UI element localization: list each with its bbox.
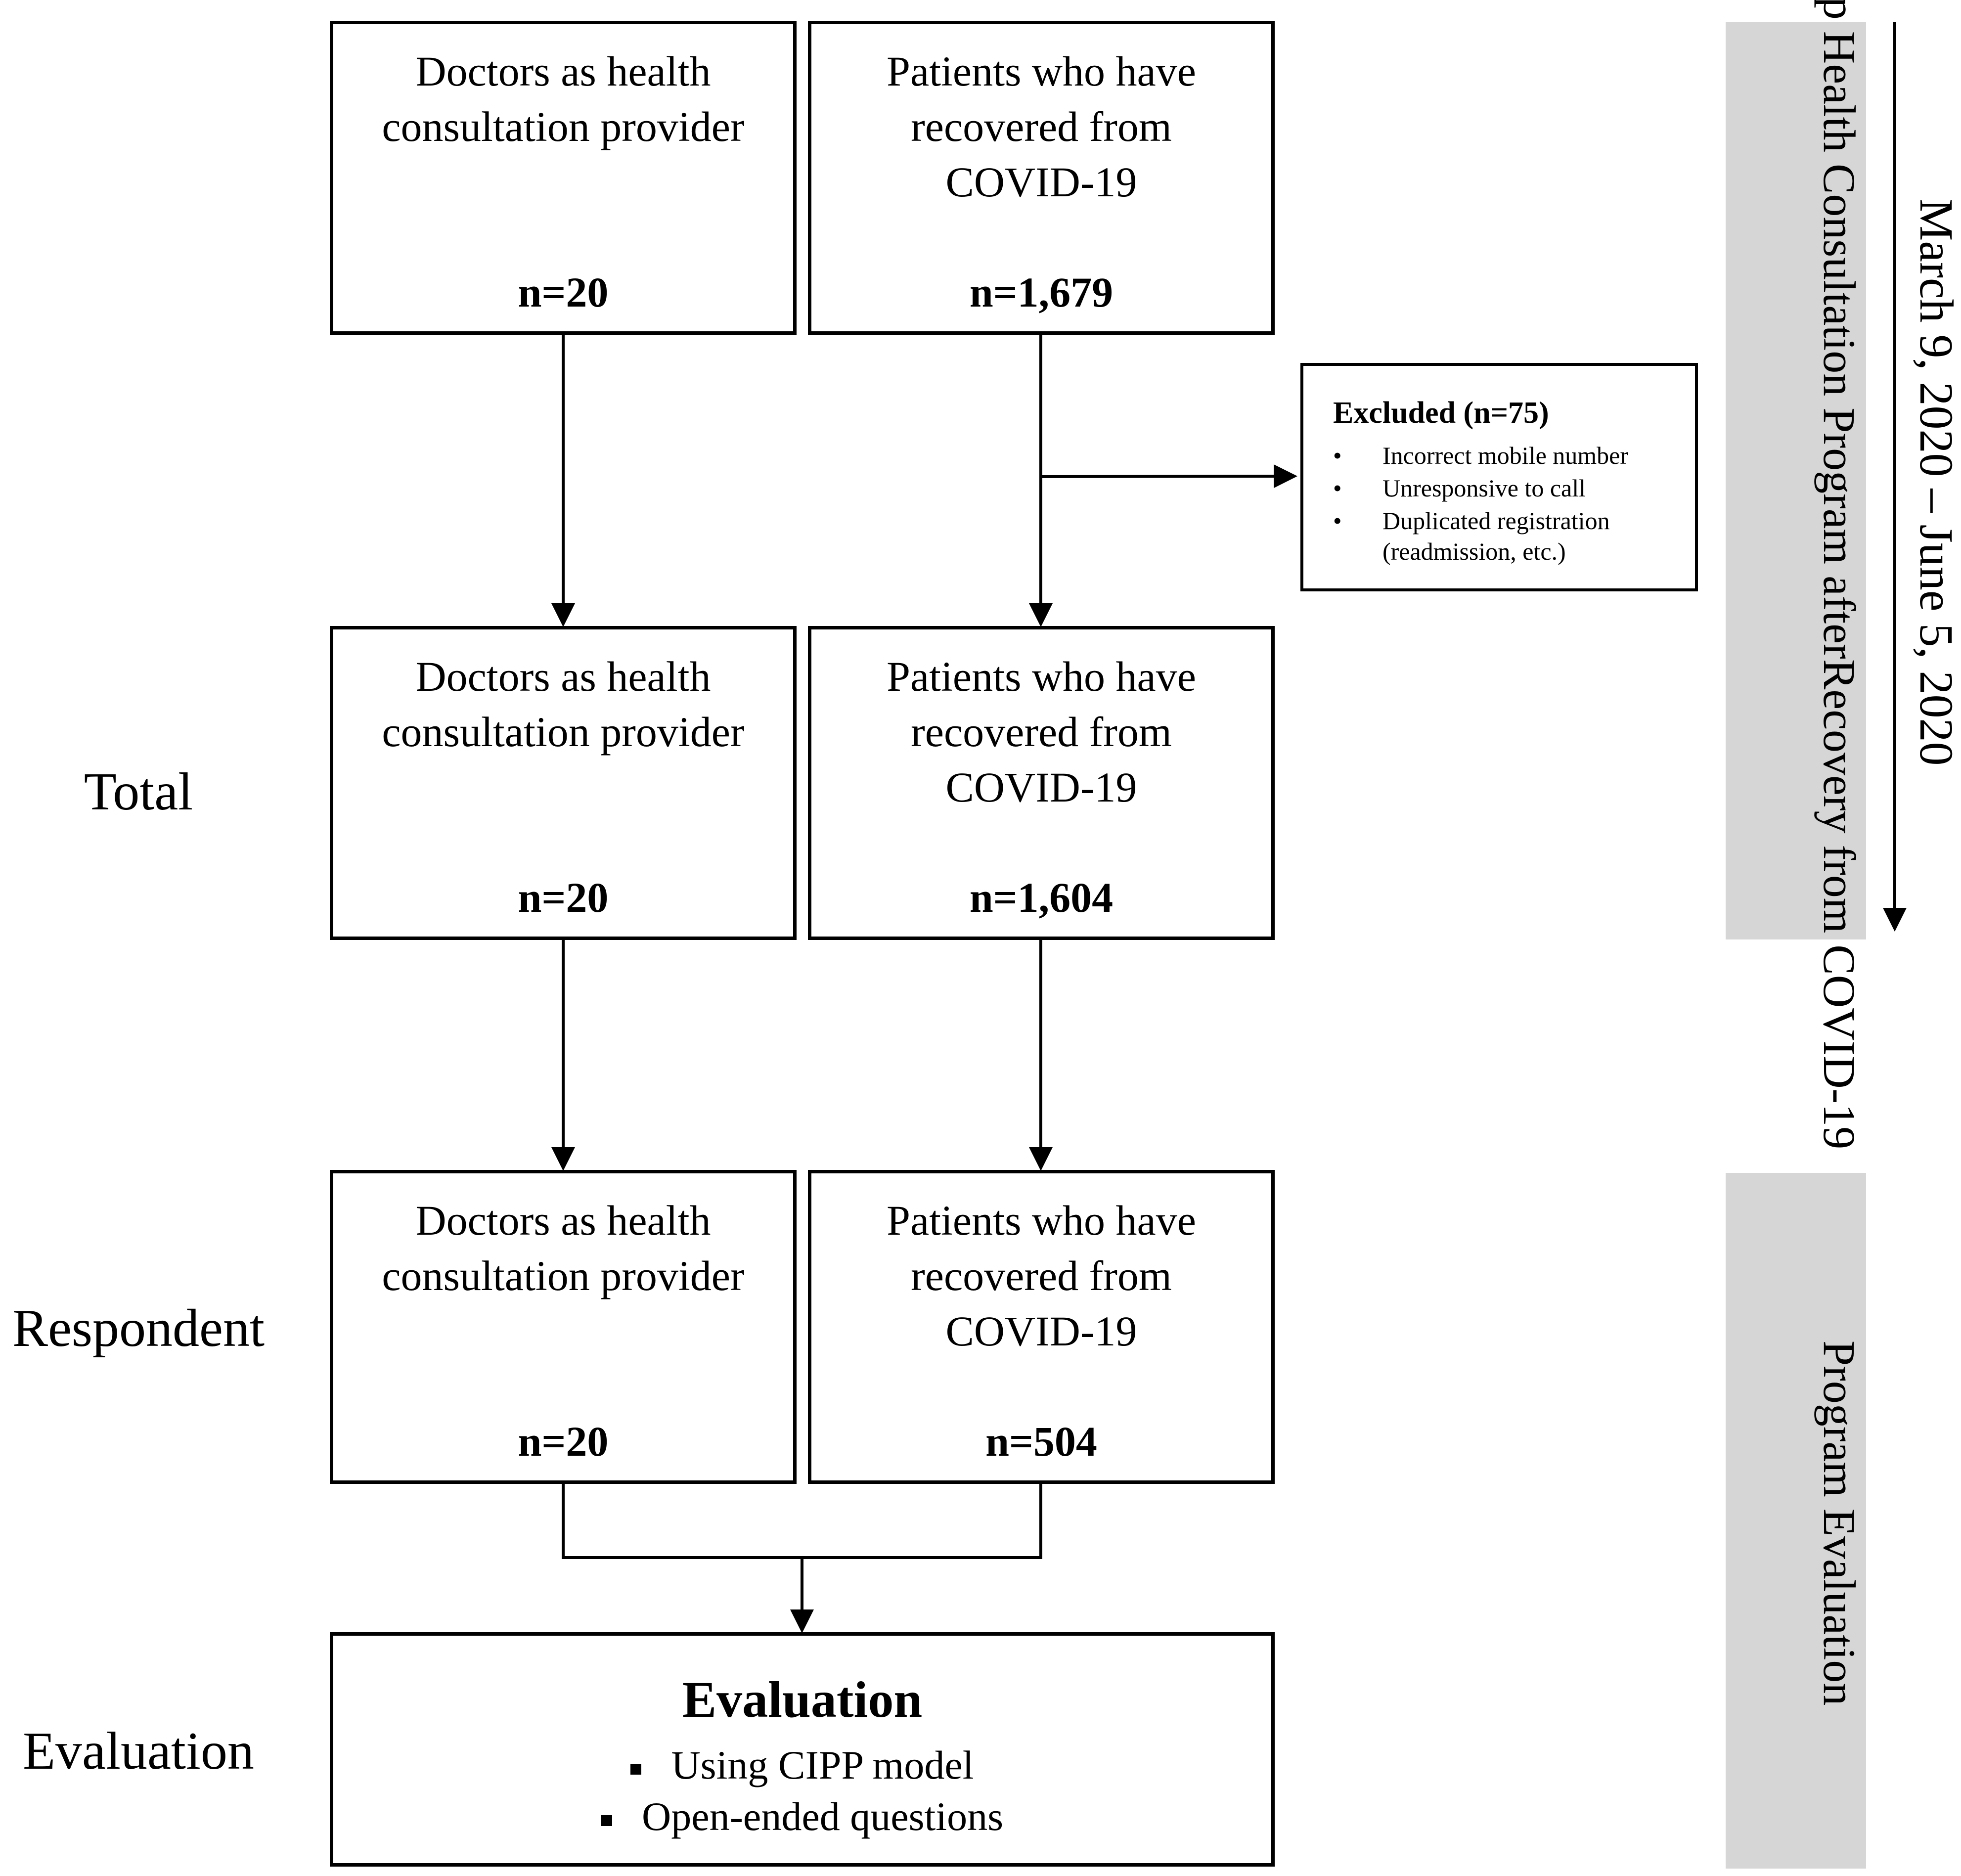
patients-box-initial-label: Patients who have recovered from COVID-1… [887, 47, 1196, 206]
doctors-count-respondent: n=20 [518, 1418, 609, 1465]
evaluation-band [1726, 1173, 1866, 1869]
doctors-box-total-label: Doctors as health consultation provider [382, 653, 745, 756]
program-band-label: Follow-Up Health Consultation Program af… [1729, 0, 1865, 1149]
patients-box-total: Patients who have recovered from COVID-1… [808, 626, 1275, 940]
stage-label-evaluation: Evaluation [23, 1722, 254, 1781]
program-band [1726, 22, 1866, 939]
patients-box-initial: Patients who have recovered from COVID-1… [808, 21, 1275, 335]
timeline-label: March 9, 2020 – June 5, 2020 [1910, 198, 1961, 766]
square-bullet-icon [601, 1815, 612, 1827]
evaluation-title: Evaluation [682, 1671, 923, 1728]
patients-box-respondent-label: Patients who have recovered from COVID-1… [887, 1197, 1196, 1355]
excluded-reason-3-cont: (readmission, etc.) [1382, 537, 1566, 565]
doctors-count-initial: n=20 [518, 268, 609, 316]
evaluation-items: Using CIPP model Open-ended questions [333, 1740, 1271, 1842]
evaluation-band-label: Program Evaluation [1814, 1340, 1865, 1706]
merge-line [562, 1483, 1042, 1559]
patients-count-initial: n=1,679 [969, 268, 1114, 316]
patients-box-respondent: Patients who have recovered from COVID-1… [808, 1170, 1275, 1484]
evaluation-item-1: Using CIPP model [333, 1740, 1271, 1791]
doctors-box-total: Doctors as health consultation provider … [330, 626, 797, 940]
excluded-reason-3: Duplicated registration [1333, 504, 1628, 537]
doctors-box-initial-label: Doctors as health consultation provider [382, 47, 745, 150]
doctors-box-respondent-label: Doctors as health consultation provider [382, 1197, 745, 1299]
excluded-box: Excluded (n=75) Incorrect mobile number … [1300, 363, 1698, 591]
square-bullet-icon [630, 1764, 642, 1775]
excluded-title: Excluded (n=75) [1333, 396, 1549, 430]
program-band-label-line-1: Follow-Up Health Consultation Program af… [1814, 0, 1865, 659]
excluded-reason-1: Incorrect mobile number [1333, 439, 1628, 472]
excluded-reasons: Incorrect mobile number Unresponsive to … [1333, 439, 1628, 537]
excluded-reason-2: Unresponsive to call [1333, 472, 1628, 504]
doctors-box-respondent: Doctors as health consultation provider … [330, 1170, 797, 1484]
patients-box-total-label: Patients who have recovered from COVID-1… [887, 653, 1196, 811]
patients-count-total: n=1,604 [969, 874, 1114, 921]
program-band-label-line-2: Recovery from COVID-19 [1814, 659, 1865, 1149]
doctors-count-total: n=20 [518, 874, 609, 921]
evaluation-item-2: Open-ended questions [333, 1791, 1271, 1842]
evaluation-box: Evaluation Using CIPP model Open-ended q… [330, 1632, 1275, 1867]
arrow-to-excluded [1040, 464, 1297, 489]
doctors-box-initial: Doctors as health consultation provider … [330, 21, 797, 335]
stage-label-respondent: Respondent [12, 1299, 265, 1358]
patients-count-respondent: n=504 [985, 1418, 1097, 1465]
stage-label-total: Total [84, 762, 193, 821]
